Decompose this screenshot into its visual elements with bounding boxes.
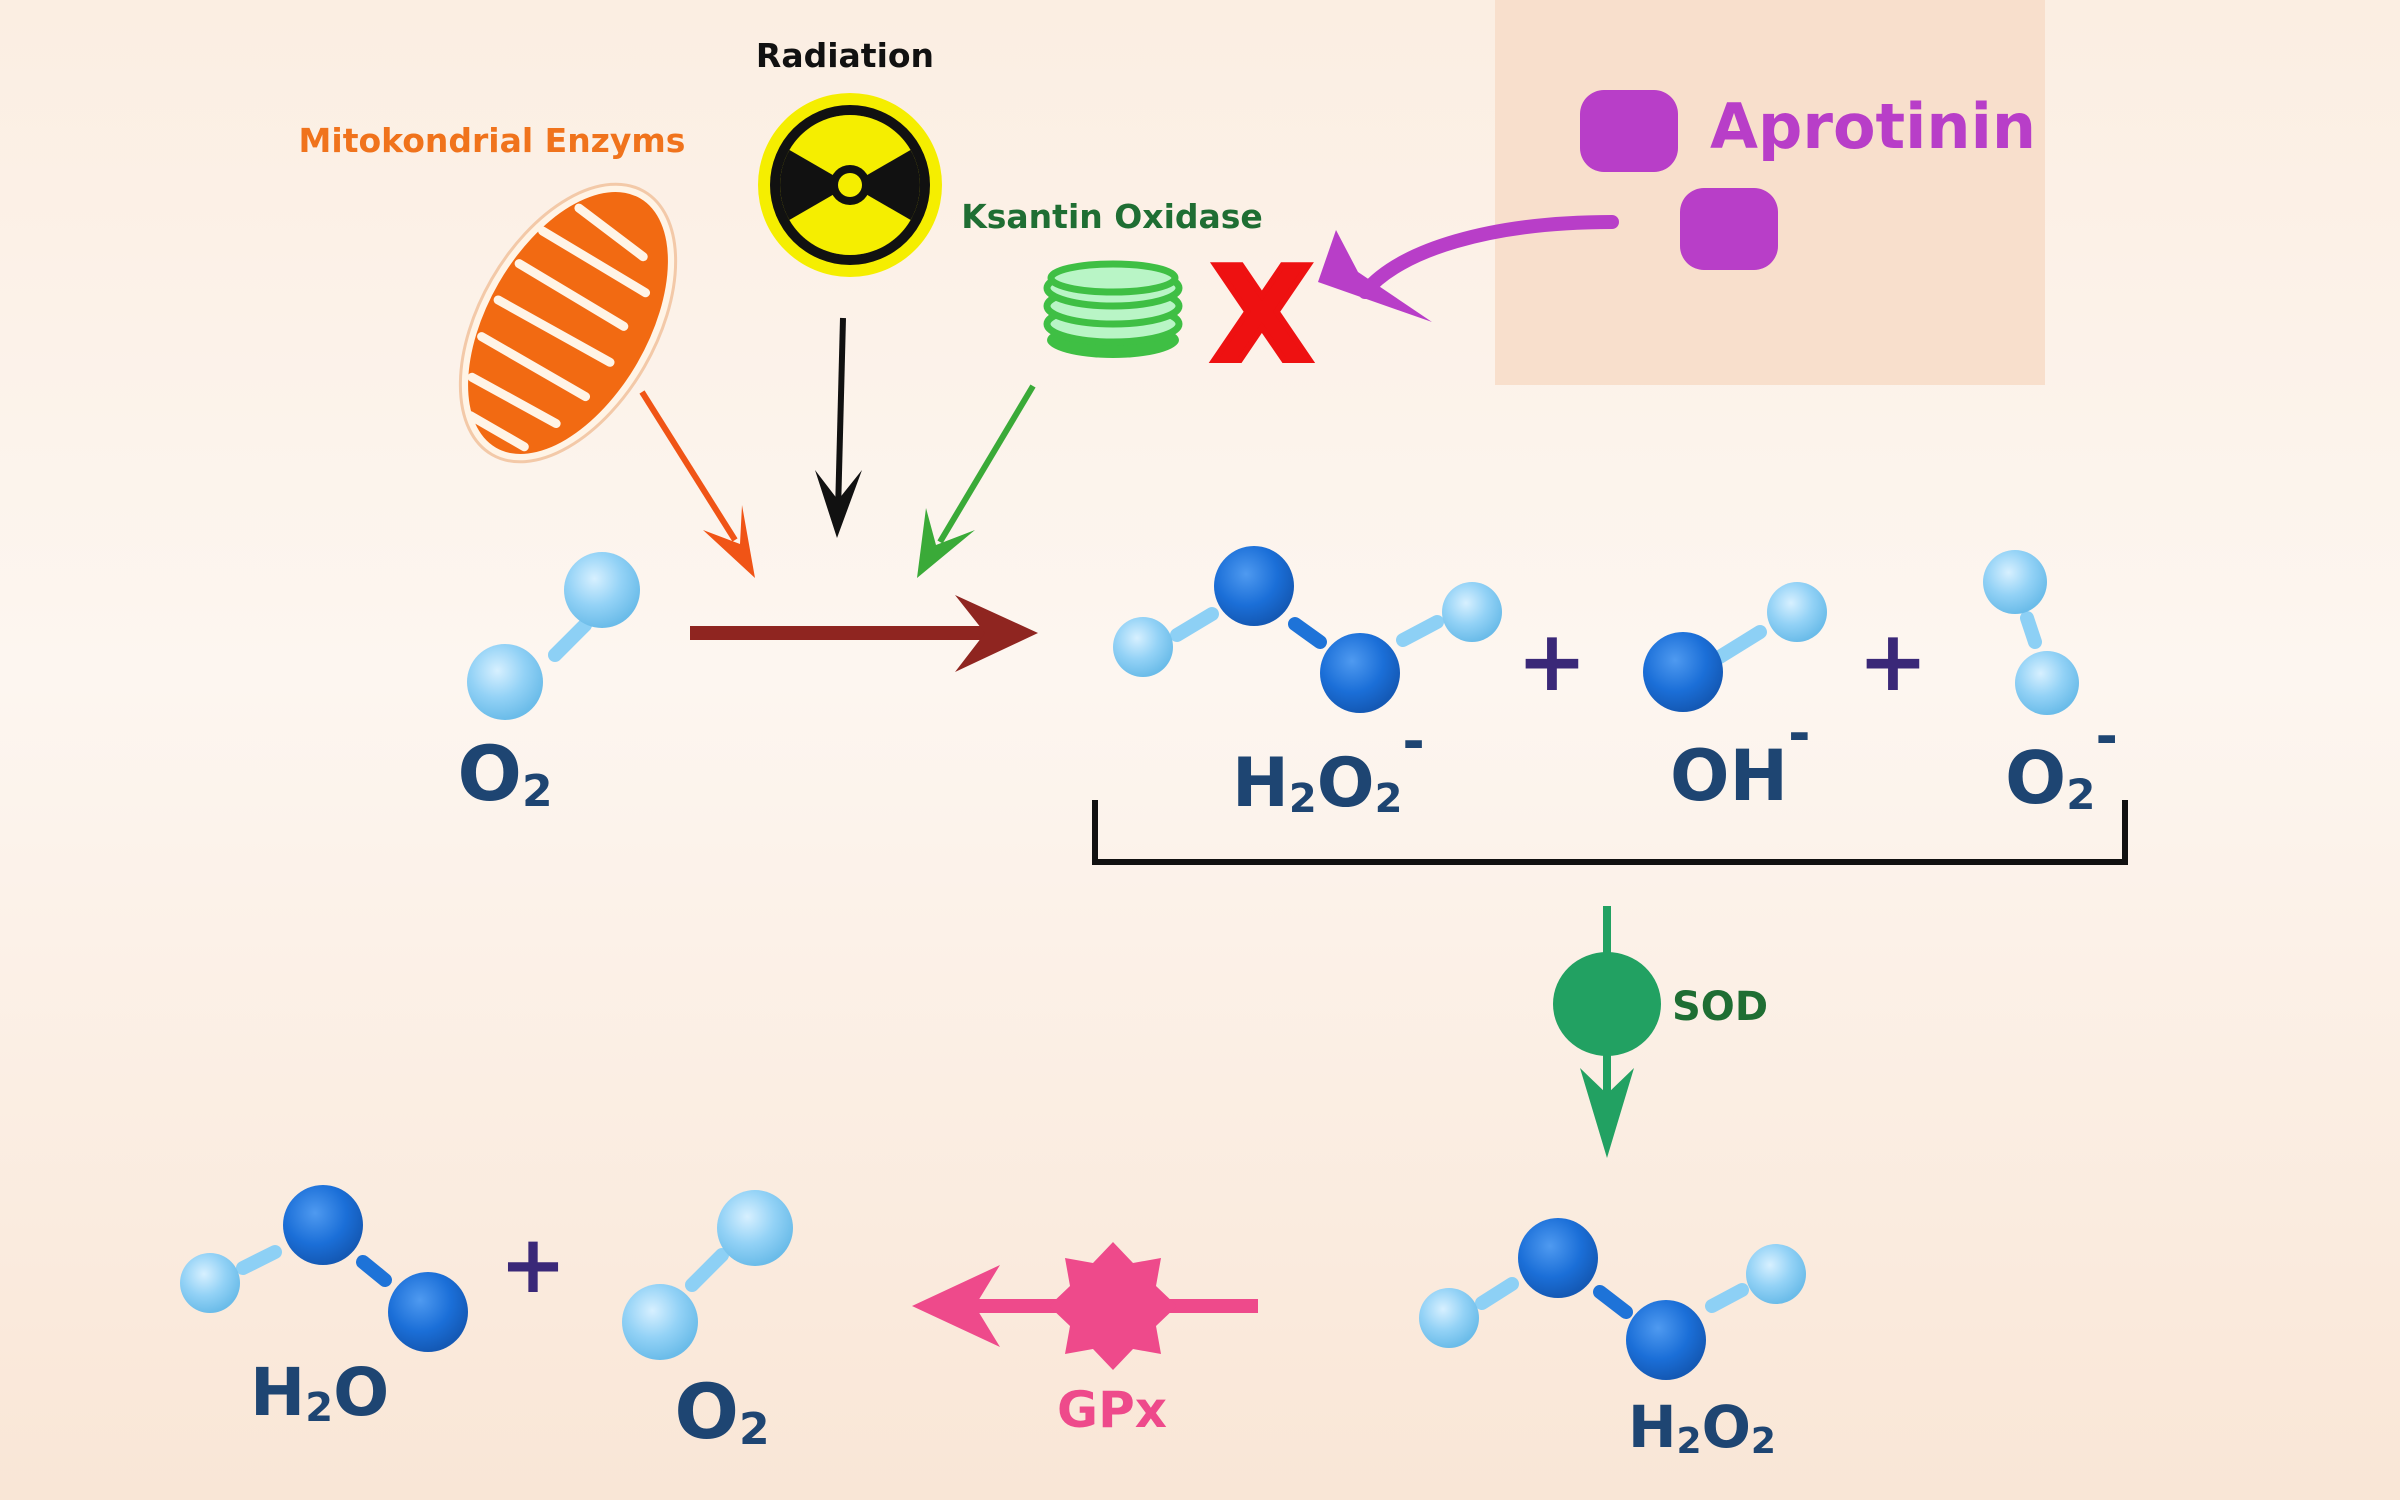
hydrogen-atom xyxy=(1113,617,1173,677)
xanthine-oxidase-icon xyxy=(1043,260,1183,358)
sod-arrowhead xyxy=(1580,1068,1634,1158)
aprotinin-panel: Aprotinin xyxy=(1495,0,2045,385)
aprotinin-label: Aprotinin xyxy=(1710,90,2036,163)
oxygen-atom xyxy=(467,644,543,720)
water-molecule xyxy=(180,1185,468,1352)
mitochondria-arrow xyxy=(639,390,755,578)
sod-enzyme-icon xyxy=(1553,952,1661,1056)
gpx-label: GPx xyxy=(1057,1381,1167,1439)
mitochondria-source: Mitokondrial Enzyms xyxy=(299,121,686,464)
plus-sign: + xyxy=(1517,612,1587,710)
aprotinin-arrowhead xyxy=(1318,230,1432,322)
aprotinin-molecule-top xyxy=(1580,90,1678,172)
xanthine-oxidase-source: Ksantin Oxidase X xyxy=(961,197,1315,394)
oxygen-atom xyxy=(1214,546,1294,626)
radiation-icon xyxy=(758,93,942,277)
oxygen-atom xyxy=(2015,651,2079,715)
o2-product-formula: O2 xyxy=(674,1367,769,1456)
h2o2-formula: H2O2 xyxy=(1628,1393,1776,1462)
plus-sign: + xyxy=(1858,612,1928,710)
aprotinin-molecule-bottom xyxy=(1680,188,1778,270)
oxygen-atom xyxy=(1518,1218,1598,1298)
oxygen-atom xyxy=(1983,550,2047,614)
water-formula: H2O xyxy=(250,1354,389,1431)
oxygen-atom xyxy=(283,1185,363,1265)
hydrogen-atom xyxy=(1442,582,1502,642)
aprotinin-inhibition-arrow xyxy=(1318,215,1619,322)
hydrogen-atom xyxy=(1746,1244,1806,1304)
superoxide-molecule xyxy=(1983,550,2079,715)
hydrogen-atom xyxy=(1767,582,1827,642)
h2o2-molecule xyxy=(1419,1218,1806,1380)
h2o2-ion-molecule xyxy=(1113,546,1502,713)
oxygen-atom xyxy=(717,1190,793,1266)
oxygen-atom xyxy=(564,552,640,628)
h2o2-ion-formula: H2O2- xyxy=(1232,710,1425,823)
oxygen-atom xyxy=(388,1272,468,1352)
oxygen-atom xyxy=(1643,632,1723,712)
plus-sign: + xyxy=(499,1218,566,1311)
o2-reactant-formula: O2 xyxy=(457,729,552,818)
hydrogen-atom xyxy=(1419,1288,1479,1348)
superoxide-formula: O2- xyxy=(2005,705,2118,820)
mitochondria-icon xyxy=(458,182,678,464)
aprotinin-panel-background xyxy=(1495,0,2045,385)
radiation-arrow xyxy=(815,317,862,538)
sod-conversion: SOD xyxy=(1553,906,1768,1158)
hydroxyl-molecule xyxy=(1643,582,1827,712)
mitochondria-label: Mitokondrial Enzyms xyxy=(299,121,686,160)
o2-reactant-molecule xyxy=(467,552,640,720)
gpx-conversion: GPx xyxy=(912,1242,1258,1439)
oxygen-atom xyxy=(622,1284,698,1360)
sod-label: SOD xyxy=(1672,984,1768,1030)
gpx-enzyme-icon xyxy=(1049,1242,1177,1370)
xanthine-oxidase-label: Ksantin Oxidase xyxy=(961,197,1263,236)
radiation-label: Radiation xyxy=(756,36,934,75)
products-bracket xyxy=(1092,800,2128,865)
radiation-source: Radiation xyxy=(756,36,942,277)
o2-product-molecule xyxy=(622,1190,793,1360)
hydrogen-atom xyxy=(180,1253,240,1313)
main-reaction-arrow xyxy=(690,595,1038,672)
oxygen-atom xyxy=(1626,1300,1706,1380)
xanthine-oxidase-arrow xyxy=(917,384,1036,578)
hydroxyl-formula: OH- xyxy=(1670,702,1811,817)
gpx-arrowhead xyxy=(912,1265,1000,1347)
oxygen-atom xyxy=(1320,633,1400,713)
inhibition-x-mark: X xyxy=(1212,239,1312,391)
